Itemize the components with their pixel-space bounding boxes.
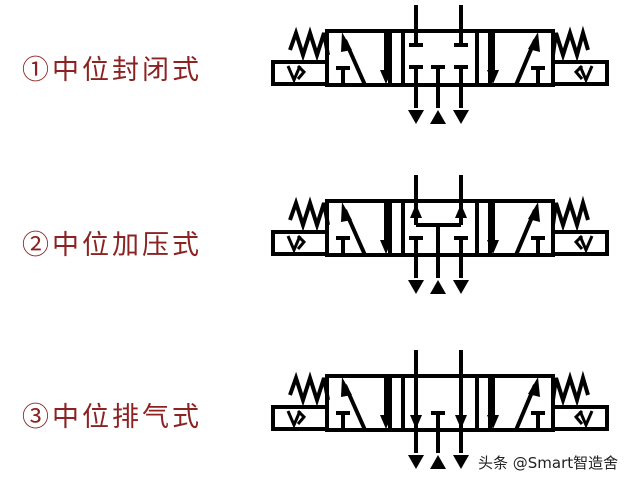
label-exhaust-center: ③中位排气式: [22, 402, 202, 433]
valve-symbol-exhaust-center: [271, 350, 609, 469]
exhaust-icon: [408, 110, 424, 124]
label-closed-center: ①中位封闭式: [22, 55, 202, 86]
left-solenoid-glyph: [286, 65, 302, 84]
valve-symbol-pressure-center: [271, 175, 609, 294]
label-pressure-center: ②中位加压式: [22, 230, 202, 261]
left-spring-icon: [288, 26, 330, 62]
left-solenoid: [271, 60, 329, 86]
watermark: 头条 @Smart智造舍: [478, 454, 619, 472]
right-spring-icon: [551, 25, 590, 63]
exhaust-icon: [453, 110, 469, 124]
right-solenoid: [551, 60, 609, 86]
valve-symbol-closed-center: [271, 5, 609, 124]
